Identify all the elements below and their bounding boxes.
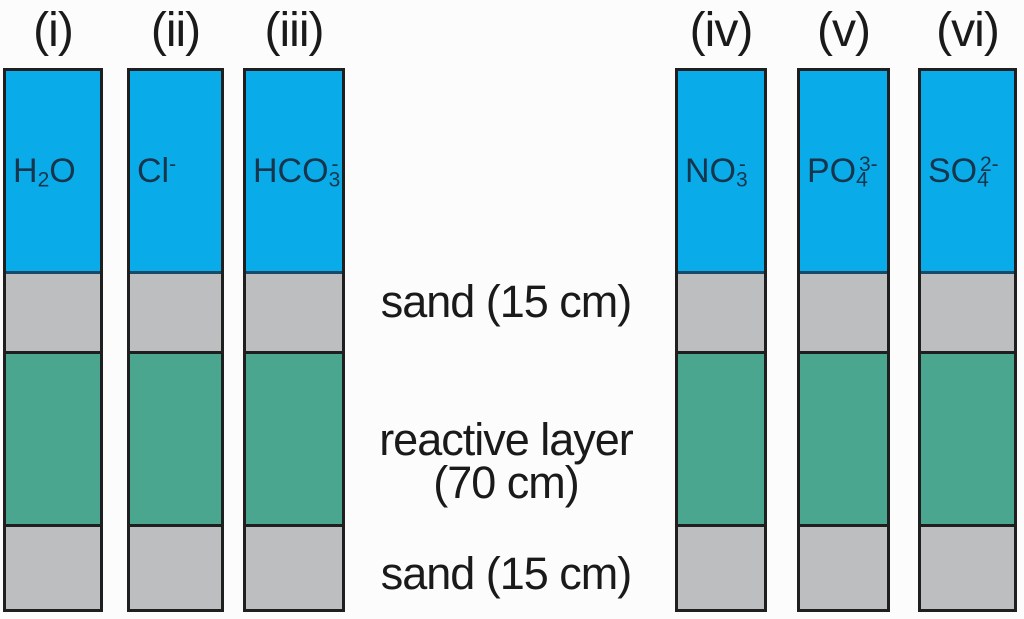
sand-top-layer bbox=[921, 271, 1014, 351]
column-stack: NO3- bbox=[675, 68, 767, 612]
column-numeral-label: (iii) bbox=[264, 4, 325, 57]
ion-formula-label: NO3- bbox=[685, 152, 748, 192]
reactive-layer bbox=[6, 351, 100, 524]
reactive-layer bbox=[246, 351, 342, 524]
reactive-layer-label: reactive layer bbox=[379, 414, 634, 465]
water-layer: SO42- bbox=[921, 71, 1014, 271]
column-stack: PO43- bbox=[797, 68, 890, 612]
reactive-layer bbox=[800, 351, 887, 524]
reactive-layer-size-label: (70 cm) bbox=[433, 457, 580, 508]
sand-top-layer-label: sand (15 cm) bbox=[380, 276, 633, 327]
ion-formula-label: SO42- bbox=[928, 152, 999, 192]
ion-formula-label: H2O bbox=[13, 152, 76, 192]
sand-bottom-layer-label: sand (15 cm) bbox=[380, 548, 633, 599]
column-numeral-label: (i) bbox=[33, 4, 74, 57]
sand-bottom-layer bbox=[800, 524, 887, 609]
water-layer: H2O bbox=[6, 71, 100, 271]
water-layer: PO43- bbox=[800, 71, 887, 271]
sand-bottom-layer bbox=[921, 524, 1014, 609]
experiment-column: (i) H2O bbox=[3, 0, 103, 619]
column-stack: SO42- bbox=[918, 68, 1017, 612]
sand-bottom-layer bbox=[246, 524, 342, 609]
ion-formula-label: Cl- bbox=[137, 152, 177, 190]
experiment-column: (ii) Cl- bbox=[127, 0, 224, 619]
column-stack: Cl- bbox=[127, 68, 224, 612]
sand-top-layer bbox=[130, 271, 221, 351]
ion-formula-label: HCO3- bbox=[253, 152, 341, 192]
water-layer: NO3- bbox=[678, 71, 764, 271]
reactive-layer bbox=[130, 351, 221, 524]
column-numeral-label: (vi) bbox=[936, 4, 1000, 57]
water-layer: Cl- bbox=[130, 71, 221, 271]
column-numeral-label: (v) bbox=[817, 4, 871, 57]
sand-bottom-layer bbox=[130, 524, 221, 609]
sand-top-layer bbox=[246, 271, 342, 351]
column-numeral-label: (ii) bbox=[150, 4, 201, 57]
water-layer: HCO3- bbox=[246, 71, 342, 271]
column-stack: HCO3- bbox=[243, 68, 345, 612]
column-stack: H2O bbox=[3, 68, 103, 612]
ion-formula-label: PO43- bbox=[807, 152, 878, 192]
reactive-layer bbox=[921, 351, 1014, 524]
sand-top-layer bbox=[800, 271, 887, 351]
sand-bottom-layer bbox=[6, 524, 100, 609]
experiment-column: (v) PO43- bbox=[797, 0, 890, 619]
reactive-layer bbox=[678, 351, 764, 524]
experiment-column: (iv) NO3- bbox=[675, 0, 767, 619]
experiment-column: (iii) HCO3- bbox=[243, 0, 345, 619]
sand-top-layer bbox=[6, 271, 100, 351]
sand-bottom-layer bbox=[678, 524, 764, 609]
experiment-column: (vi) SO42- bbox=[918, 0, 1017, 619]
column-numeral-label: (iv) bbox=[689, 4, 754, 57]
sand-top-layer bbox=[678, 271, 764, 351]
